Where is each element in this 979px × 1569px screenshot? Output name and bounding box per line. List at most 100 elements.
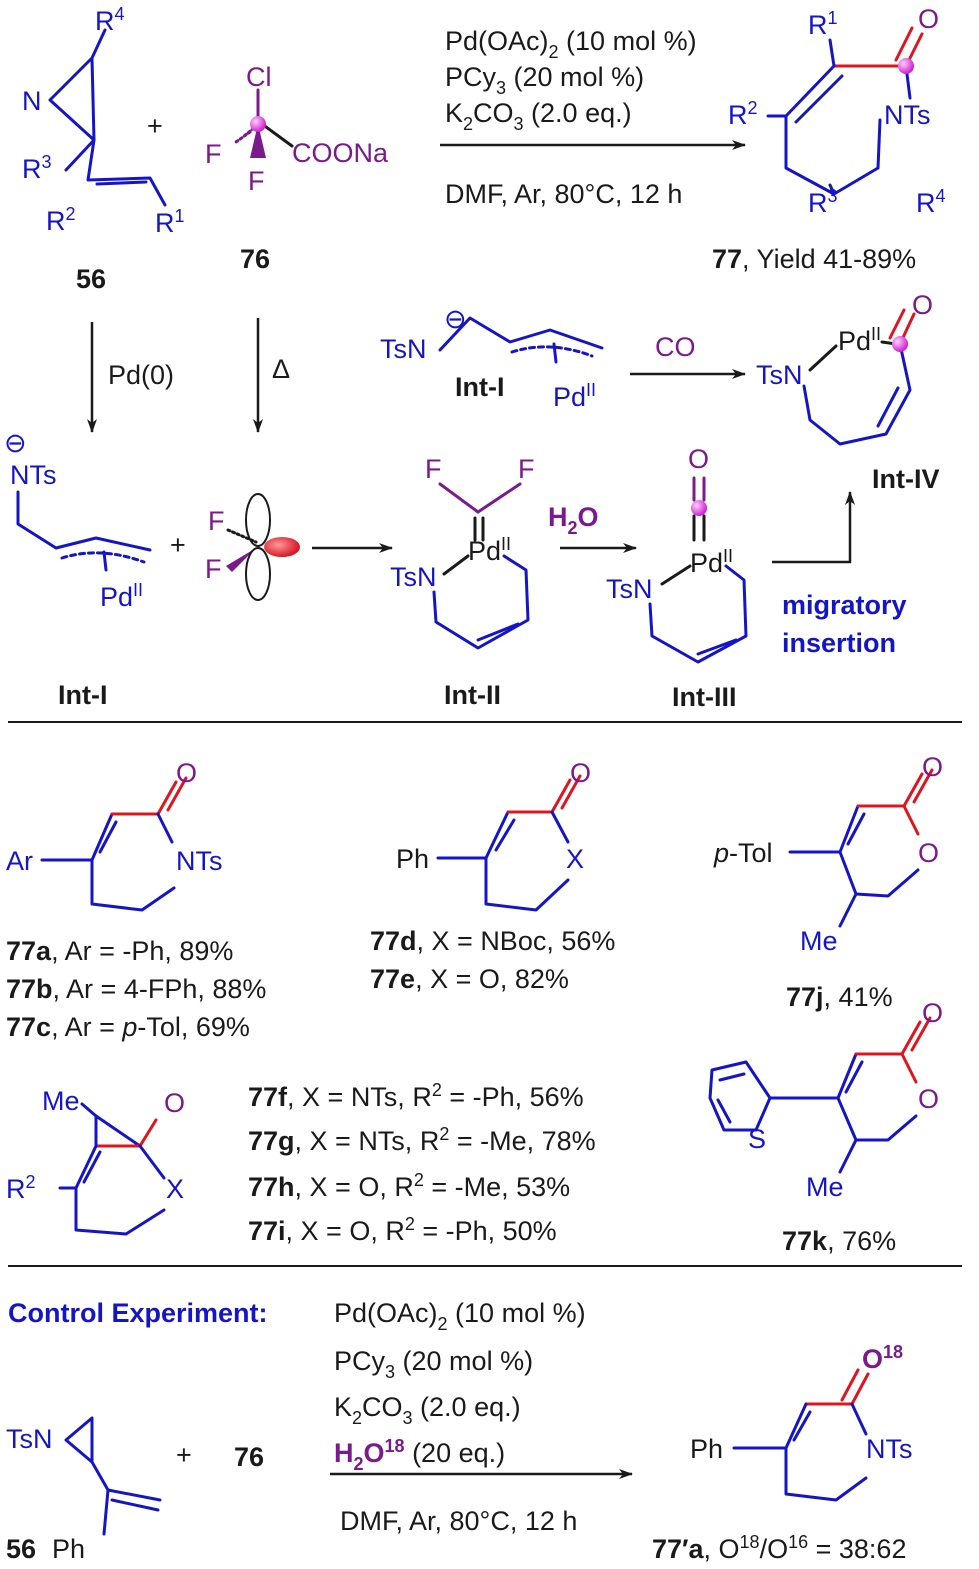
compound-id-56: 56 xyxy=(76,264,106,294)
aziridine-56: N R4 R3 R2 R1 56 xyxy=(22,4,185,294)
nitrogen-label: N xyxy=(22,86,42,116)
tsn-label: TsN xyxy=(756,360,803,390)
me-label: Me xyxy=(42,1086,80,1116)
fluorine-label-right: F xyxy=(518,454,535,484)
ar-label: Ar xyxy=(6,846,33,876)
r2-label: R2 xyxy=(46,204,76,236)
nts-label: NTs xyxy=(10,460,57,490)
r3-label: R3 xyxy=(808,186,838,218)
ring-oxygen: O xyxy=(918,1084,939,1114)
carbonyl-oxygen: O xyxy=(918,4,939,34)
me-label: Me xyxy=(806,1172,844,1202)
x-label: X xyxy=(566,844,584,874)
ring-oxygen: O xyxy=(918,838,939,868)
entry-77h: 77h, X = O, R2 = -Me, 53% xyxy=(248,1170,570,1202)
water-label: H2O xyxy=(548,502,599,538)
int-iv: PdII TsN O Int-IV xyxy=(756,290,940,494)
pd-ii-label: PdII xyxy=(838,324,881,356)
migratory-label: migratory xyxy=(782,590,907,620)
tsn-label: TsN xyxy=(6,1424,53,1454)
tsn-label: TsN xyxy=(390,562,437,592)
r4-label: R4 xyxy=(916,186,946,218)
ph-label: Ph xyxy=(52,1534,85,1564)
coona-label: COONa xyxy=(292,138,389,168)
pd-ii-label: PdII xyxy=(100,580,143,612)
condition-ligand: PCy3 (20 mol %) xyxy=(334,1346,533,1382)
fluorine-label-bottom: F xyxy=(205,554,222,584)
labeled-oxygen: O18 xyxy=(862,1342,903,1374)
condition-solvent: DMF, Ar, 80°C, 12 h xyxy=(445,179,682,209)
compound-id-76: 76 xyxy=(240,244,270,274)
tsn-label: TsN xyxy=(606,574,653,604)
int-i-label-lower: Int-I xyxy=(58,680,107,710)
r4-label: R4 xyxy=(95,4,125,36)
carbonyl-oxygen: O xyxy=(912,290,933,320)
oxygen-label: O xyxy=(688,444,709,474)
minus-charge: ⊖ xyxy=(4,428,27,458)
compound-id-76: 76 xyxy=(234,1442,264,1472)
int-iii: O PdII TsN Int-III xyxy=(606,444,748,712)
condition-solvent: DMF, Ar, 80°C, 12 h xyxy=(340,1506,577,1536)
carbonyl-oxygen: O xyxy=(176,758,197,788)
product-77j: O p-Tol O Me 77j, 41% xyxy=(713,752,943,1012)
difluorocarbene: F F xyxy=(205,493,300,601)
chlorine-label: Cl xyxy=(246,62,272,92)
r2-label: R2 xyxy=(6,1172,36,1204)
fluorine-label-left: F xyxy=(425,454,442,484)
me-label: Me xyxy=(800,926,838,956)
product-77f-i: Me O R2 X 77f, X = NTs, R2 = -Ph, 56% 77… xyxy=(6,1080,596,1246)
entry-77i: 77i, X = O, R2 = -Ph, 50% xyxy=(248,1214,557,1246)
entry-77e: 77e, X = O, 82% xyxy=(370,964,569,994)
carbonyl-oxygen: O xyxy=(922,998,943,1028)
condition-ligand: PCy3 (20 mol %) xyxy=(445,62,644,98)
x-label: X xyxy=(166,1174,184,1204)
entry-77j: 77j, 41% xyxy=(786,982,893,1012)
int-ii-label: Int-II xyxy=(444,680,501,710)
int-ii: F F PdII TsN Int-II xyxy=(390,454,535,710)
ptol-label: p-Tol xyxy=(713,838,773,868)
product-77prime-a: O18 Ph NTs 77′a, O18/O16 = 38:62 xyxy=(652,1342,913,1564)
entry-77d: 77d, X = NBoc, 56% xyxy=(370,926,615,956)
compound-id-56: 56 xyxy=(6,1534,36,1564)
ph-label: Ph xyxy=(690,1434,723,1464)
product-77: O NTs R1 R2 R3 R4 77, Yield 41-89% xyxy=(712,4,946,274)
int-i-label-upper: Int-I xyxy=(455,372,504,402)
nts-label: NTs xyxy=(176,846,223,876)
fluorine-label-top: F xyxy=(208,506,225,536)
int-iii-label: Int-III xyxy=(672,682,736,712)
carbonyl-oxygen: O xyxy=(922,752,943,782)
product-yield: 77, Yield 41-89% xyxy=(712,244,916,274)
product-77a-c: O Ar NTs 77a, Ar = -Ph, 89% 77b, Ar = 4-… xyxy=(6,758,266,1042)
pd0-label: Pd(0) xyxy=(108,360,174,390)
r1-label: R1 xyxy=(808,8,838,40)
entry-77f: 77f, X = NTs, R2 = -Ph, 56% xyxy=(248,1080,584,1112)
condition-base: K2CO3 (2.0 eq.) xyxy=(445,98,632,134)
product-77d-e: O Ph X 77d, X = NBoc, 56% 77e, X = O, 82… xyxy=(370,758,615,994)
fluorine-label-left: F xyxy=(205,139,222,169)
int-i-lower: ⊖ NTs PdII Int-I xyxy=(4,428,152,710)
int-i-upper: ⊖ TsN Int-I PdII xyxy=(380,304,604,412)
r1-label: R1 xyxy=(155,206,185,238)
control-experiment-title: Control Experiment: xyxy=(8,1298,268,1328)
control-conditions: Pd(OAc)2 (10 mol %) PCy3 (20 mol %) K2CO… xyxy=(330,1298,633,1536)
r3-label: R3 xyxy=(22,152,52,184)
entry-77a: 77a, Ar = -Ph, 89% xyxy=(6,936,233,966)
condition-catalyst: Pd(OAc)2 (10 mol %) xyxy=(445,26,697,62)
fluorine-label-bottom: F xyxy=(248,166,265,196)
int-iv-label: Int-IV xyxy=(872,464,940,494)
condition-catalyst: Pd(OAc)2 (10 mol %) xyxy=(334,1298,586,1334)
pd-ii-label: PdII xyxy=(553,380,596,412)
condition-base: K2CO3 (2.0 eq.) xyxy=(334,1392,521,1428)
condition-labeled-water: H2O18 (20 eq.) xyxy=(334,1436,505,1474)
plus-sign: + xyxy=(147,111,163,141)
r2-label: R2 xyxy=(728,98,758,130)
aziridine-56-ph: TsN 56 Ph xyxy=(6,1416,162,1564)
co-label: CO xyxy=(655,332,696,362)
pd-ii-label: PdII xyxy=(468,534,511,566)
top-conditions: Pd(OAc)2 (10 mol %) PCy3 (20 mol %) K2CO… xyxy=(440,26,746,209)
heat-label: Δ xyxy=(272,354,290,384)
entry-77b: 77b, Ar = 4-FPh, 88% xyxy=(6,974,266,1004)
minus-charge: ⊖ xyxy=(444,304,467,334)
plus-sign: + xyxy=(176,1440,192,1470)
